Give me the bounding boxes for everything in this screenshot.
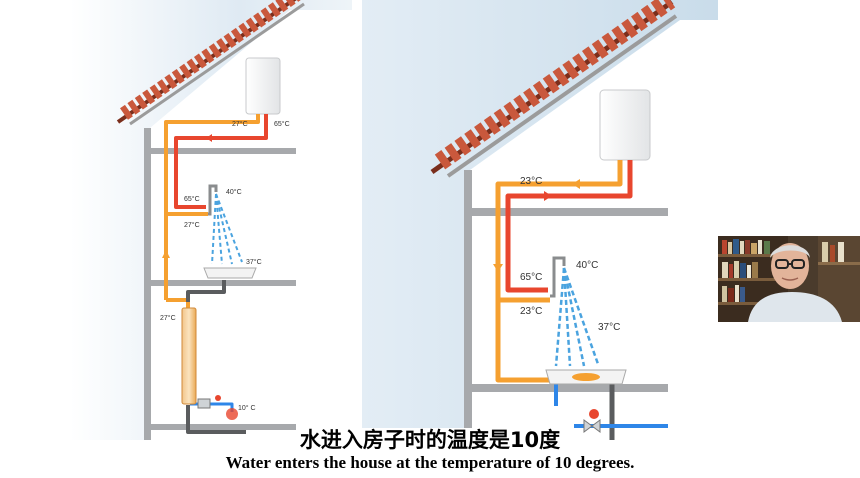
left-label-riser: 27°C <box>160 314 176 322</box>
subtitle-chinese-text: 水进入房子时的温度是10度 <box>295 428 565 452</box>
right-roof <box>430 0 678 178</box>
right-inlet-valve <box>583 419 601 433</box>
right-house: 23°C 65°C 23°C 40°C 37°C <box>362 0 718 440</box>
right-wall <box>464 170 472 440</box>
right-label-drain: 37°C <box>598 322 620 333</box>
right-valve-knob <box>589 409 599 419</box>
left-label-mixer-hot: 65°C <box>184 195 200 203</box>
presenter <box>748 243 842 322</box>
left-floor-ground <box>150 424 296 430</box>
right-floor-middle <box>472 384 668 392</box>
left-heat-exchanger <box>181 307 197 405</box>
right-margin-lower <box>718 322 860 478</box>
right-label-shower: 40°C <box>576 260 598 271</box>
left-wall <box>144 128 151 440</box>
left-label-inlet: 10° C <box>238 404 256 412</box>
right-water-heater <box>599 89 651 161</box>
left-inlet-valve <box>197 398 211 409</box>
left-label-tank-in: 27°C <box>232 120 248 128</box>
left-label-shower: 40°C <box>226 188 242 196</box>
left-shower-tray <box>203 267 257 279</box>
left-label-drain: 37°C <box>246 258 262 266</box>
right-drain-heat-recovery <box>572 373 600 381</box>
left-shower <box>203 184 257 279</box>
left-valve-knob <box>215 395 221 401</box>
right-interior <box>470 20 718 440</box>
right-floor-upper <box>472 208 668 216</box>
subtitle-english: Water enters the house at the temperatur… <box>0 453 860 473</box>
left-roof <box>116 0 305 126</box>
right-shower <box>545 256 627 385</box>
right-margin <box>718 0 860 236</box>
left-water-heater <box>245 57 281 115</box>
subtitle-chinese: 水进入房子时的温度是10度 <box>0 424 860 454</box>
left-house: 27°C 65°C 65°C 27°C 40°C 37°C 27°C 10° C <box>70 0 352 440</box>
presenter-video <box>718 236 860 322</box>
left-label-tank-out: 65°C <box>274 120 290 128</box>
right-label-tank-in: 23°C <box>520 176 542 187</box>
right-label-mixer-hot: 65°C <box>520 272 542 283</box>
subtitle-english-text: Water enters the house at the temperatur… <box>221 453 639 472</box>
left-inlet-indicator <box>226 408 238 420</box>
presenter-webcam[interactable] <box>718 236 860 322</box>
left-label-mixer-cold: 27°C <box>184 221 200 229</box>
left-interior <box>150 10 352 440</box>
left-floor-upper <box>150 148 296 154</box>
right-label-mixer-cold: 23°C <box>520 306 542 317</box>
